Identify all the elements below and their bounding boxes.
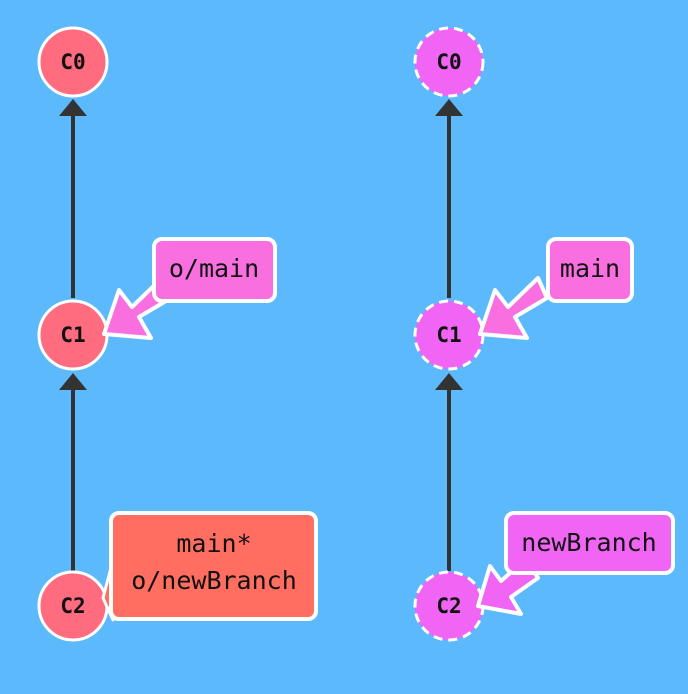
local-commit-c0[interactable]: C0 bbox=[37, 26, 109, 98]
local-commit-c1-label: C1 bbox=[60, 323, 85, 347]
local-main-head-label: main* bbox=[176, 529, 251, 558]
local-arrowhead-c0-icon bbox=[59, 99, 87, 116]
remote-newbranch-label: newBranch bbox=[521, 528, 656, 557]
remote-arrowhead-c1-icon bbox=[435, 373, 463, 390]
remote-branch-main[interactable]: main bbox=[478, 237, 634, 340]
remote-commit-c0[interactable]: C0 bbox=[413, 26, 485, 98]
local-o-main-label: o/main bbox=[169, 254, 259, 283]
local-commit-c2-label: C2 bbox=[60, 594, 85, 618]
remote-commit-c2[interactable]: C2 bbox=[413, 570, 485, 642]
remote-commit-c0-label: C0 bbox=[436, 50, 461, 74]
remote-commit-c1-label: C1 bbox=[436, 323, 461, 347]
remote-branch-newbranch[interactable]: newBranch bbox=[476, 511, 675, 616]
local-commit-c1[interactable]: C1 bbox=[37, 299, 109, 371]
remote-arrowhead-c0-icon bbox=[435, 99, 463, 116]
remote-main-pointer-arrow bbox=[478, 276, 549, 340]
remote-commit-c2-label: C2 bbox=[436, 594, 461, 618]
local-commit-c0-label: C0 bbox=[60, 50, 85, 74]
local-arrowhead-c1-icon bbox=[59, 373, 87, 390]
local-branch-main-head[interactable]: main* o/newBranch bbox=[101, 511, 318, 622]
local-branch-o-main[interactable]: o/main bbox=[102, 237, 277, 340]
local-o-newbranch-label: o/newBranch bbox=[131, 566, 297, 595]
remote-main-label: main bbox=[560, 254, 620, 283]
local-commit-c2[interactable]: C2 bbox=[37, 570, 109, 642]
remote-commit-c1[interactable]: C1 bbox=[413, 299, 485, 371]
